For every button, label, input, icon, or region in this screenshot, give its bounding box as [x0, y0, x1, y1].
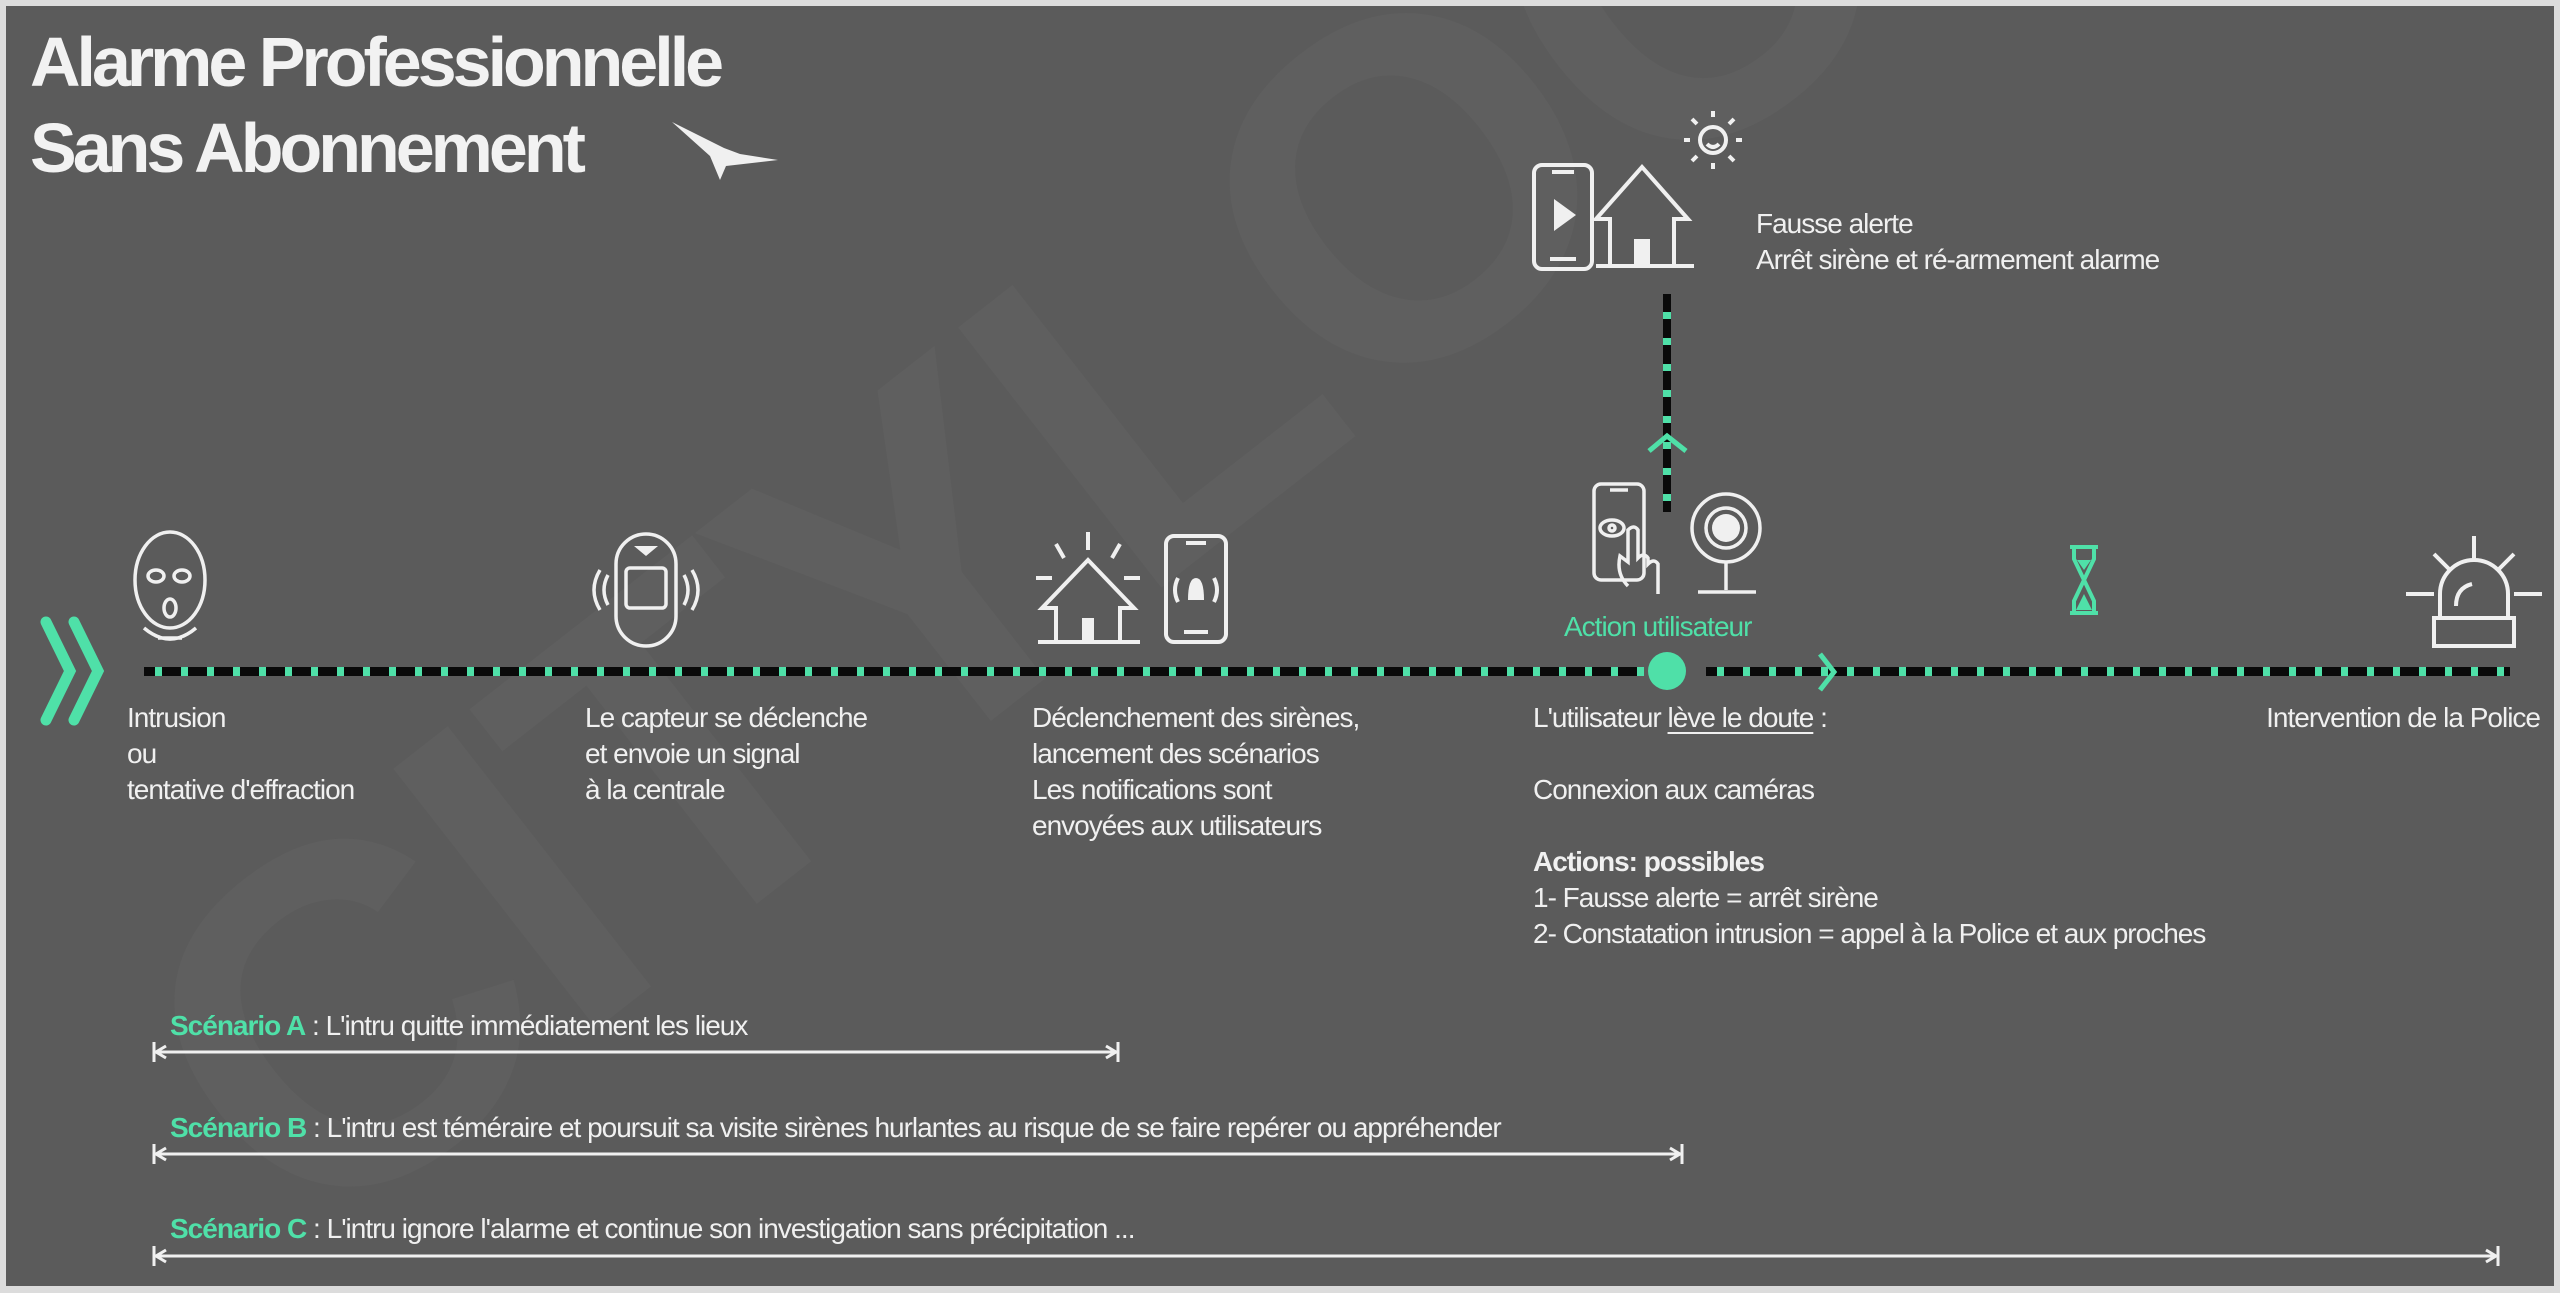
suffix: : [1813, 702, 1828, 733]
scenario-text: : L'intru quitte immédiatement les lieux [305, 1010, 748, 1041]
intruder-mask-icon [133, 530, 207, 641]
step-line: Connexion aux caméras [1533, 774, 1815, 805]
chevron-up-icon [1647, 432, 1688, 453]
action-item: 1- Fausse alerte = arrêt sirène [1533, 882, 1879, 913]
chevron-right-icon [1818, 652, 1838, 692]
user-action-node [1648, 652, 1686, 690]
seagull-icon [672, 122, 778, 180]
prefix: L'utilisateur [1533, 702, 1668, 733]
step-line: envoyées aux utilisateurs [1032, 810, 1322, 841]
siren-house-notification-icon [1036, 532, 1228, 644]
scenario-text: : L'intru est téméraire et poursuit sa v… [306, 1112, 1502, 1143]
infographic: CITYLOCK Alarme Professionnelle Sans Abo… [6, 6, 2554, 1286]
title-line-2: Sans Abonnement [30, 109, 586, 187]
step-intrusion: Intrusion ou tentative d'effraction [127, 700, 355, 808]
step-line: ou [127, 738, 157, 769]
actions-title: Actions: possibles [1533, 846, 1765, 877]
step-line: tentative d'effraction [127, 774, 355, 805]
scenario-name: Scénario A [170, 1010, 306, 1041]
phone-house-sun-icon [1532, 111, 1742, 271]
hourglass-icon [2070, 545, 2098, 615]
action-user-label: Action utilisateur [1564, 611, 1752, 642]
step-police: Intervention de la Police [2266, 702, 2541, 733]
scenario-b-span-arrow [152, 1144, 1684, 1164]
scenario-name: Scénario B [170, 1112, 307, 1143]
title-line-1: Alarme Professionnelle [30, 23, 724, 101]
police-siren-icon [2406, 536, 2542, 648]
scenario-a-label: Scénario A : L'intru quitte immédiatemen… [170, 1010, 748, 1042]
step-line: Le capteur se déclenche [585, 702, 868, 733]
false-alarm-desc: Arrêt sirène et ré-armement alarme [1756, 244, 2160, 275]
scenario-text: : L'intru ignore l'alarme et continue so… [306, 1213, 1135, 1244]
scenario-c-span-arrow [152, 1246, 2500, 1266]
step-line: L'utilisateur lève le doute : [1533, 700, 2205, 736]
step-user-check: L'utilisateur lève le doute : Connexion … [1533, 700, 2206, 952]
step-line: lancement des scénarios [1032, 738, 1320, 769]
step-line: Déclenchement des sirènes, [1032, 702, 1360, 733]
step-line: et envoie un signal [585, 738, 801, 769]
phone-camera-check-icon [1592, 482, 1762, 594]
step-sirens: Déclenchement des sirènes, lancement des… [1032, 700, 1360, 844]
watermark: CITYLOCK [38, 6, 2245, 1286]
timeline-segment [144, 667, 1644, 676]
step-line: Les notifications sont [1032, 774, 1273, 805]
timeline-segment [1706, 667, 2510, 676]
false-alarm-title: Fausse alerte [1756, 208, 1914, 239]
scenario-c-label: Scénario C : L'intru ignore l'alarme et … [170, 1213, 1135, 1245]
scenario-b-label: Scénario B : L'intru est téméraire et po… [170, 1112, 1502, 1144]
branch-line [1663, 294, 1671, 512]
action-item: 2- Constatation intrusion = appel à la P… [1533, 918, 2206, 949]
step-sensor: Le capteur se déclenche et envoie un sig… [585, 700, 868, 808]
underlined-text: lève le doute [1667, 702, 1815, 733]
step-line: Intrusion [127, 702, 226, 733]
scenario-name: Scénario C [170, 1213, 307, 1244]
step-line: à la centrale [585, 774, 726, 805]
scenario-a-span-arrow [152, 1042, 1120, 1062]
motion-sensor-icon [592, 532, 700, 648]
double-chevron-icon [40, 616, 105, 726]
